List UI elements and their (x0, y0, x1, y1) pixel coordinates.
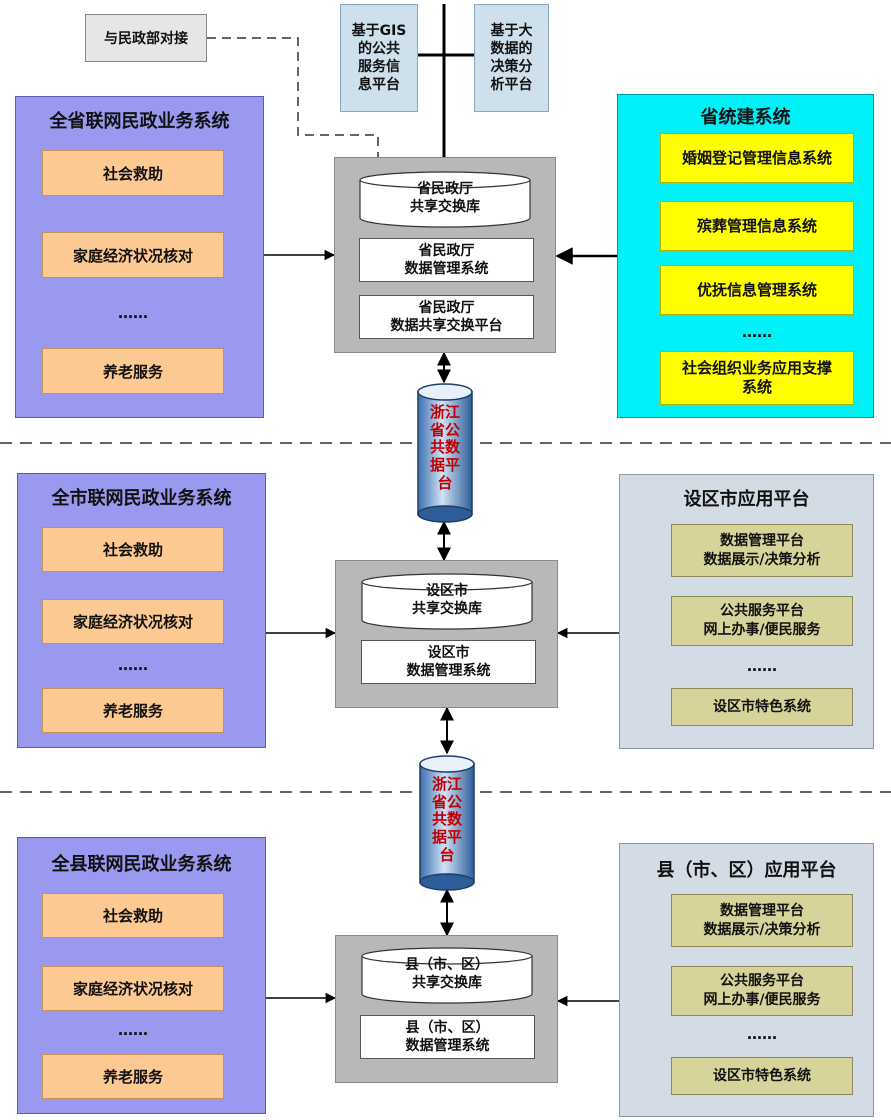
province-system-label: 省民政厅 数据管理系统 (404, 242, 489, 277)
province-left-item-2: …… (118, 304, 148, 322)
gis-platform-label: 基于GIS 的公共 服务信 息平台 (351, 22, 407, 94)
province-db-label: 省民政厅 共享交换库 (410, 181, 480, 216)
minzheng-dock-box: 与民政部对接 (85, 14, 207, 62)
province-db-shape (359, 171, 531, 228)
city-right-panel-title: 设区市应用平台 (683, 489, 810, 510)
platform-cylinder-2-label: 浙江 省公 共数 据平 台 (431, 775, 462, 864)
province-right-item-4: 社会组织业务应用支撑 系统 (660, 351, 854, 405)
platform-cylinder-2-shape (419, 755, 475, 891)
city-system-label: 设区市 数据管理系统 (406, 644, 491, 679)
city-right-item-3: 设区市特色系统 (671, 688, 853, 726)
minzheng-dock-label: 与民政部对接 (104, 31, 188, 47)
county-db-label: 县（市、区） 共享交换库 (405, 957, 489, 992)
province-right-panel-title: 省统建系统 (700, 107, 791, 128)
county-system-label: 县（市、区） 数据管理系统 (405, 1019, 490, 1054)
province-left-item-3: 养老服务 (42, 348, 224, 394)
county-right-item-2: …… (747, 1025, 777, 1043)
city-left-item-0: 社会救助 (42, 527, 224, 572)
city-left-panel-title: 全市联网民政业务系统 (51, 488, 232, 509)
county-left-item-2: …… (118, 1021, 148, 1039)
bigdata-platform-box: 基于大 数据的 决策分 析平台 (474, 4, 549, 112)
gis-platform-box: 基于GIS 的公共 服务信 息平台 (340, 4, 418, 112)
county-left-item-1: 家庭经济状况核对 (42, 966, 224, 1011)
province-platform-box: 省民政厅 数据共享交换平台 (359, 295, 534, 339)
county-left-item-0: 社会救助 (42, 893, 224, 938)
platform-cylinder-1-shape (417, 383, 473, 523)
province-left-item-1: 家庭经济状况核对 (42, 232, 224, 278)
county-db-shape (361, 947, 533, 1004)
county-right-item-1: 公共服务平台 网上办事/便民服务 (671, 966, 853, 1016)
bigdata-platform-label: 基于大 数据的 决策分 析平台 (490, 22, 533, 94)
city-right-item-1: 公共服务平台 网上办事/便民服务 (671, 596, 853, 646)
province-right-item-2: 优抚信息管理系统 (660, 265, 854, 315)
province-right-item-1: 殡葬管理信息系统 (660, 201, 854, 251)
county-right-item-3: 设区市特色系统 (671, 1057, 853, 1095)
city-left-item-1: 家庭经济状况核对 (42, 599, 224, 644)
county-right-panel-title: 县（市、区）应用平台 (656, 860, 837, 881)
city-left-item-2: …… (118, 656, 148, 674)
county-left-panel-title: 全县联网民政业务系统 (51, 854, 232, 875)
province-system-box: 省民政厅 数据管理系统 (359, 238, 534, 282)
city-system-box: 设区市 数据管理系统 (361, 640, 536, 684)
city-left-item-3: 养老服务 (42, 688, 224, 733)
county-left-item-3: 养老服务 (42, 1054, 224, 1099)
province-left-panel-title: 全省联网民政业务系统 (49, 111, 230, 132)
province-right-item-3: …… (742, 323, 772, 341)
city-db-label: 设区市 共享交换库 (412, 583, 482, 618)
county-system-box: 县（市、区） 数据管理系统 (360, 1015, 535, 1059)
city-right-item-0: 数据管理平台 数据展示/决策分析 (671, 524, 853, 577)
platform-cylinder-1-label: 浙江 省公 共数 据平 台 (429, 403, 460, 492)
county-right-item-0: 数据管理平台 数据展示/决策分析 (671, 894, 853, 947)
province-right-item-0: 婚姻登记管理信息系统 (660, 133, 854, 183)
city-db-shape (361, 573, 533, 630)
city-right-item-2: …… (747, 657, 777, 675)
province-left-item-0: 社会救助 (42, 150, 224, 196)
minzheng-dashed-link (207, 37, 379, 160)
province-platform-label: 省民政厅 数据共享交换平台 (390, 299, 503, 334)
